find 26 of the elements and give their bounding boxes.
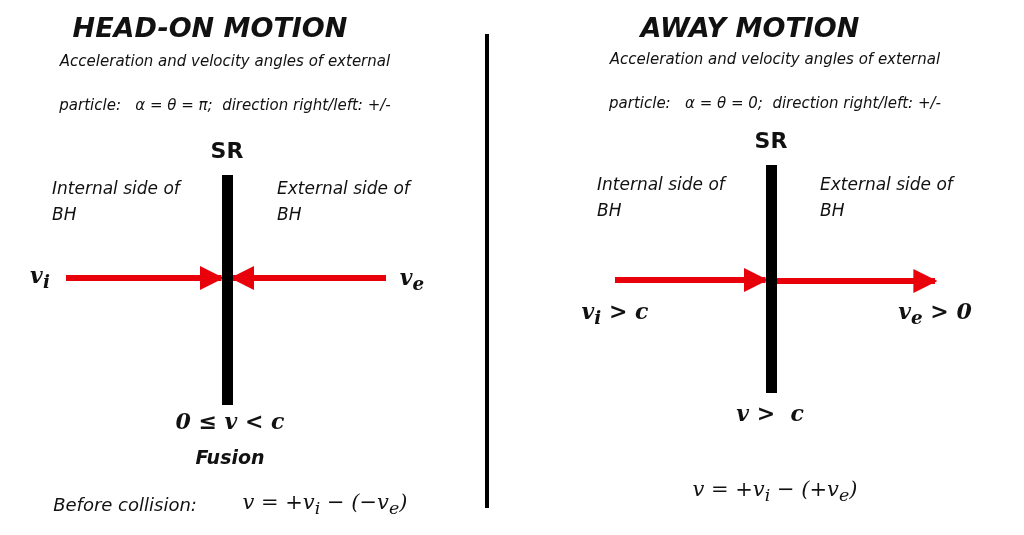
region-label: External side of BH: [277, 177, 413, 226]
velocity-label: v$_{i}$: [18, 262, 62, 296]
condition-text: particle: α = θ = 0; direction right/left: +/-: [608, 94, 942, 112]
equation-label: Before collision:: [52, 494, 198, 515]
velocity-condition: v > c: [735, 400, 805, 426]
region-label: Internal side of BH: [597, 173, 728, 222]
velocity-label: v$_{i}$ > c: [580, 298, 650, 329]
subtitle-text: Acceleration and velocity angles of external: [58, 52, 392, 70]
velocity-condition: 0 ≤ v < c: [174, 408, 286, 434]
region-label: Internal side of BH: [52, 177, 183, 226]
condition-text: particle: α = θ = π; direction right/left: +/-: [58, 96, 392, 114]
outcome-label: Fusion: [194, 446, 266, 468]
velocity-equation: v = +v$_{i}$ − (+v$_{e}$): [691, 477, 859, 506]
velocity-arrow: [230, 266, 386, 290]
barrier-label: SR: [209, 138, 245, 163]
barrier-label: SR: [753, 128, 789, 153]
velocity-label: v$_{e}$: [390, 264, 434, 298]
velocity-arrow: [776, 269, 938, 293]
region-label: External side of BH: [820, 173, 956, 222]
velocity-arrow: [615, 268, 768, 292]
velocity-equation: v = +v$_{i}$ − (−v$_{e}$): [241, 490, 409, 519]
velocity-label: v$_{e}$ > 0: [897, 298, 973, 329]
subtitle-text: Acceleration and velocity angles of external: [608, 50, 942, 68]
velocity-arrow: [66, 266, 224, 290]
panel-title: HEAD-ON MOTION: [71, 12, 349, 43]
panel-title: AWAY MOTION: [638, 12, 861, 43]
